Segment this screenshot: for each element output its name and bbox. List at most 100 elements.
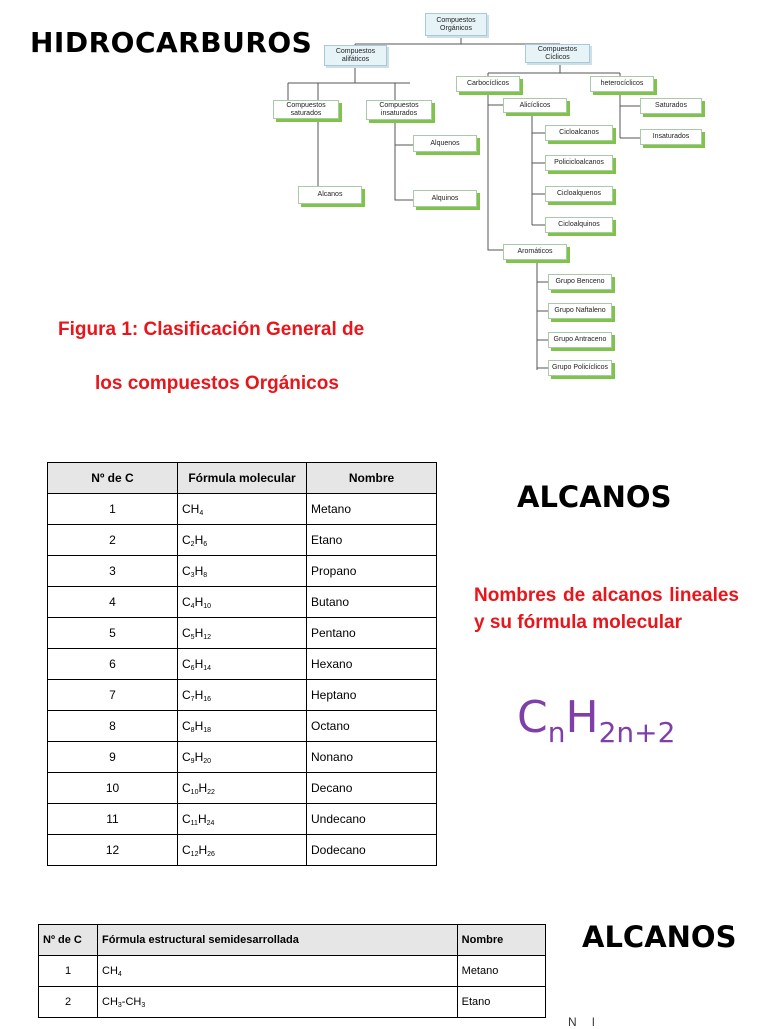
formula-subscript: 6 (203, 540, 208, 548)
cell-formula: C11H24 (177, 803, 307, 835)
classification-tree: Compuestos Orgánicos Compuestos alifátic… (0, 0, 768, 400)
cell-name: Butano (306, 586, 437, 618)
cell-name: Metano (456, 955, 547, 987)
tree-node-unsaturated: Compuestos insaturados (366, 100, 432, 120)
formula-subscript: 8 (190, 726, 195, 734)
cell-carbon-count: 9 (47, 741, 178, 773)
formula-element: C (182, 749, 191, 764)
tree-node-het-unsaturated: Insaturados (640, 129, 702, 145)
formula-element: H (194, 625, 204, 640)
table-header-row: Nº de C Fórmula molecular Nombre (47, 462, 437, 494)
tree-node-cyclic: Compuestos Cíclicos (525, 44, 590, 63)
cell-carbon-count: 5 (47, 617, 178, 649)
tree-node-aromatic: Aromáticos (503, 244, 567, 260)
cell-formula: C9H20 (177, 741, 307, 773)
alkanes-description: Nombres de alcanos lineales y su fórmula… (474, 585, 739, 633)
tree-node-aliphatic: Compuestos alifáticos (324, 45, 387, 66)
formula-element: H (194, 749, 204, 764)
cell-carbon-count: 7 (47, 679, 178, 711)
general-formula: CnH2n+2 (517, 692, 675, 749)
tree-node-naphthalene: Grupo Naftaleno (548, 303, 612, 319)
tree-connectors (287, 36, 640, 370)
formula-subscript: 3 (190, 571, 195, 579)
cell-name: Propano (306, 555, 437, 587)
cell-carbon-count: 3 (47, 555, 178, 587)
formula-h-sub: 2n+2 (598, 716, 676, 749)
formula-subscript: 7 (190, 695, 195, 703)
cell-formula: C2H6 (177, 524, 307, 556)
cell-name: Dodecano (306, 834, 437, 866)
formula-element: C (182, 625, 191, 640)
formula-c: C (517, 692, 548, 743)
formula-subscript: 10 (203, 602, 212, 610)
formula-subscript: 3 (141, 1001, 146, 1009)
cell-carbon-count: 2 (38, 986, 98, 1018)
figure-caption-line-2: los compuestos Orgánicos (95, 373, 339, 394)
formula-subscript: 9 (190, 757, 195, 765)
cell-name: Heptano (306, 679, 437, 711)
table-header-row: Nº de C Fórmula estructural semidesarrol… (38, 924, 547, 956)
tree-node-root: Compuestos Orgánicos (425, 13, 487, 36)
formula-element: -CH (121, 995, 142, 1008)
cell-name: Pentano (306, 617, 437, 649)
formula-element: H (198, 842, 208, 857)
formula-element: C (182, 656, 191, 671)
formula-element: C (182, 842, 191, 857)
cell-carbon-count: 12 (47, 834, 178, 866)
tree-node-cycloalkenes: Cicloalquenos (545, 186, 613, 202)
formula-element: H (194, 563, 204, 578)
formula-subscript: 4 (190, 602, 195, 610)
formula-subscript: 16 (203, 695, 212, 703)
header-carbon-count: Nº de C (47, 462, 178, 494)
tree-node-heterocyclic: heterocíclicos (590, 76, 654, 92)
header-name: Nombre (456, 924, 547, 956)
figure-caption-line-1: Figura 1: Clasificación General de (58, 319, 365, 340)
cell-carbon-count: 4 (47, 586, 178, 618)
formula-element: C (182, 718, 191, 733)
formula-element: C (182, 501, 191, 516)
formula-element: C (182, 811, 191, 826)
cell-carbon-count: 1 (38, 955, 98, 987)
cell-carbon-count: 1 (47, 493, 178, 525)
cell-name: Decano (306, 772, 437, 804)
formula-subscript: 4 (117, 970, 122, 978)
tree-node-polycycloalkanes: Policicloalcanos (545, 155, 613, 171)
cell-name: Metano (306, 493, 437, 525)
formula-subscript: 8 (203, 571, 208, 579)
formula-element: C (182, 687, 191, 702)
formula-subscript: 12 (203, 633, 212, 641)
formula-element: H (197, 811, 207, 826)
formula-element: H (194, 687, 204, 702)
tree-node-cycloalkanes: Cicloalcanos (545, 125, 613, 141)
cell-formula: C5H12 (177, 617, 307, 649)
formula-subscript: 10 (190, 788, 199, 796)
header-formula: Fórmula molecular (177, 462, 307, 494)
cell-carbon-count: 6 (47, 648, 178, 680)
cell-formula: C4H10 (177, 586, 307, 618)
tree-node-saturated: Compuestos saturados (273, 100, 339, 119)
tree-node-polycyclic: Grupo Policíclicos (548, 360, 612, 376)
formula-element: C (182, 594, 191, 609)
cell-formula: C8H18 (177, 710, 307, 742)
tree-node-alicyclic: Alicíclicos (503, 98, 567, 113)
tree-node-alkanes: Alcanos (298, 186, 362, 204)
formula-element: CH (102, 995, 118, 1008)
cell-formula: C3H8 (177, 555, 307, 587)
alkanes-heading-2: ALCANOS (582, 920, 737, 954)
formula-h: H (565, 692, 599, 743)
cell-name: Hexano (306, 648, 437, 680)
formula-element: CH (102, 964, 118, 977)
formula-subscript: 18 (203, 726, 212, 734)
formula-subscript: 2 (190, 540, 195, 548)
